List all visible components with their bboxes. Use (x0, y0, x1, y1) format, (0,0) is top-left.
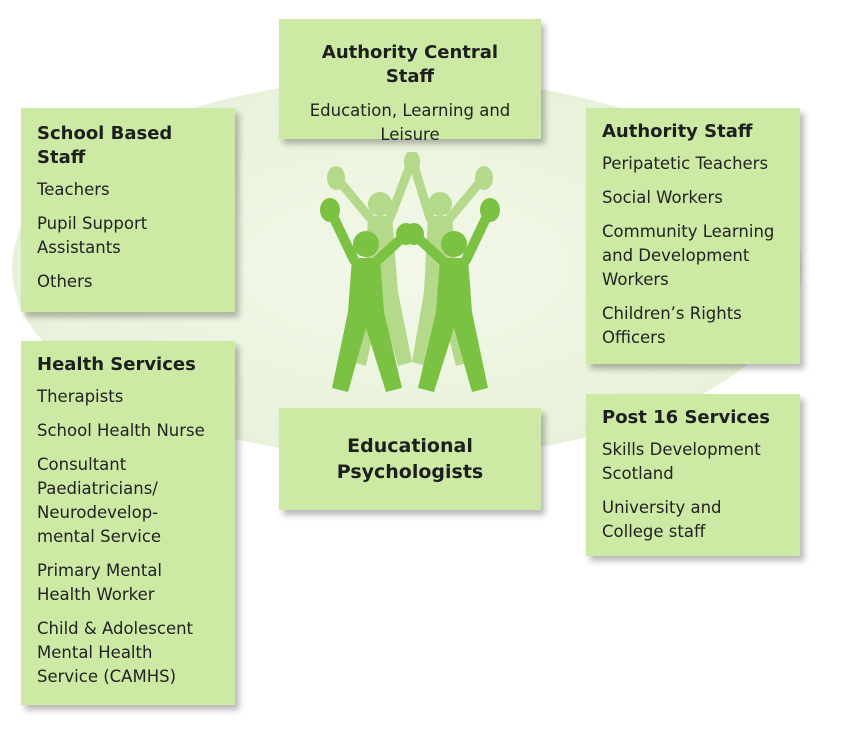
health-services-box: Health Services Therapists School Health… (21, 341, 235, 705)
list-item: Teachers (37, 180, 110, 199)
list-item: Social Workers (602, 188, 723, 207)
list-item: Community Learning and Development Worke… (602, 222, 775, 289)
list-item: Child & Adolescent Mental Health Service… (37, 619, 194, 686)
post-16-services-box: Post 16 Services Skills Development Scot… (586, 394, 800, 556)
people-raising-hands-icon (320, 152, 500, 392)
list-item: Consultant Paediatricians/ Neurodevelop-… (37, 455, 162, 546)
box-title: Authority Central Staff (321, 42, 499, 87)
box-title: Post 16 Services (602, 407, 771, 428)
list-item: Primary Mental Health Worker (37, 561, 163, 604)
box-title: Health Services (37, 354, 196, 375)
list-item: School Health Nurse (37, 421, 205, 440)
box-title: School Based Staff (37, 123, 173, 168)
list-item: University and College staff (602, 498, 722, 541)
box-title: Educational Psychologists (336, 435, 484, 483)
list-item: Pupil Support Assistants (37, 214, 148, 257)
list-item: Children’s Rights Officers (602, 304, 742, 347)
box-title: Authority Staff (602, 121, 753, 142)
school-based-staff-box: School Based Staff Teachers Pupil Suppor… (21, 108, 235, 312)
list-item: Others (37, 272, 93, 291)
authority-central-staff-box: Authority Central Staff Education, Learn… (279, 19, 541, 144)
list-item: Education, Learning and Leisure (309, 101, 511, 144)
list-item: Therapists (37, 387, 124, 406)
authority-staff-box: Authority Staff Peripatetic Teachers Soc… (586, 108, 800, 364)
list-item: Skills Development Scotland (602, 440, 761, 483)
educational-psychologists-box: Educational Psychologists (279, 408, 541, 510)
list-item: Peripatetic Teachers (602, 154, 769, 173)
